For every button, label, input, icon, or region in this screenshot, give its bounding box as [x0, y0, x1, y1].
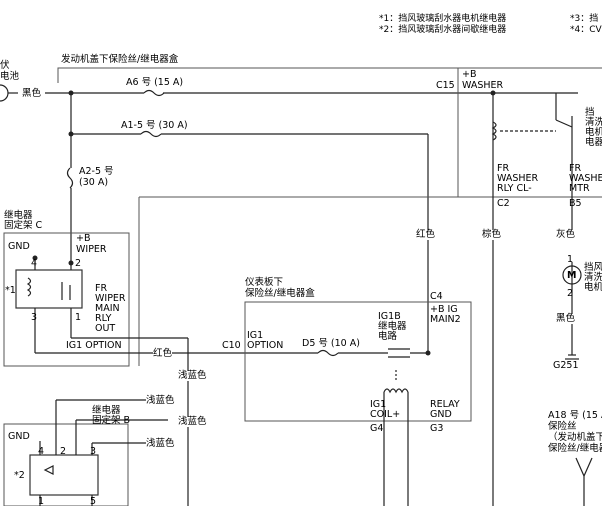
fuse-a6-label: A6 号 (15 A)	[126, 77, 184, 88]
dash-box-title-2: 保险丝/继电器盒	[245, 288, 315, 299]
legend-note-4: *4：CV	[570, 25, 602, 35]
battery-symbol	[0, 84, 9, 102]
fuse-a2-5-label-2: (30 A)	[79, 177, 109, 188]
fuse-a18-label-1: A18 号 (15 A	[548, 410, 602, 421]
washer-rly-2: WASHER	[497, 173, 539, 184]
wire-color-red-c10: 红色	[153, 348, 173, 359]
dash-box-title-1: 仪表板下	[245, 277, 284, 288]
relay-c-title-2: 固定架 C	[4, 220, 43, 231]
relay-c-fr-1: FR	[95, 283, 108, 294]
relay-b-pin5: 5	[90, 496, 97, 507]
relay-c-fr-5: OUT	[95, 323, 116, 334]
relay-b-pin4: 4	[38, 446, 45, 457]
dash-b-ig-main2-1: +B IG	[430, 304, 458, 315]
battery-wire-color: 黑色	[22, 88, 42, 99]
ground-g251: G251	[553, 360, 579, 371]
fuse-a18-label-3: （发动机盖下	[548, 432, 602, 443]
wire-color-red-c4: 红色	[416, 229, 436, 240]
legend-note-1: *1：挡风玻璃刮水器电机继电器	[379, 14, 507, 24]
fuse-d5-label: D5 号 (10 A)	[302, 338, 360, 349]
coil-label-1: IG1	[370, 399, 387, 410]
motor-label-1: 挡风玻	[584, 262, 602, 273]
washer-b-label-1: +B	[462, 69, 477, 80]
dash-g3: G3	[430, 423, 444, 434]
dash-ig1-label-1: IG1	[247, 330, 264, 341]
relay-b-gnd: GND	[8, 431, 30, 442]
washer-rly-1: FR	[497, 163, 510, 174]
relay-gnd-label-2: GND	[430, 409, 452, 420]
wire-color-light-blue-3: 浅蓝色	[178, 416, 207, 427]
washer-side-1: 挡	[585, 107, 595, 118]
dash-b-ig-main2-2: MAIN2	[430, 314, 461, 325]
relay-c-fr-4: RLY	[95, 313, 112, 324]
ig1b-relay-2: 继电器	[378, 321, 407, 332]
dash-c10: C10	[222, 340, 241, 351]
fuse-a2-5-label-1: A2-5 号	[79, 166, 114, 177]
wire-color-black: 黑色	[556, 313, 576, 324]
motor-label-2: 清洗器	[584, 272, 602, 283]
coil-label-2: COIL+	[370, 409, 401, 420]
washer-side-4: 电器	[585, 137, 602, 148]
relay-c-b-label-2: WIPER	[76, 244, 107, 255]
ig1b-relay-1: IG1B	[378, 311, 401, 322]
relay-c-pin2: 2	[75, 258, 82, 269]
relay-c-b-label-1: +B	[76, 233, 91, 244]
battery-label-2: 电池	[0, 71, 20, 82]
relay-b-title-1: 继电器	[92, 405, 121, 416]
motor-icon: M	[567, 270, 577, 281]
relay-b-title-2: 固定架 B	[92, 415, 131, 426]
motor-pin1: 1	[567, 254, 574, 265]
motor-pin2: 2	[567, 288, 574, 299]
relay-b-pin3: 3	[90, 446, 97, 457]
washer-mtr-2: WASHE	[569, 173, 602, 184]
fuse-a18-label-2: 保险丝	[548, 421, 577, 432]
relay-gnd-label-1: RELAY	[430, 399, 460, 410]
underhood-box-label: 发动机盖下保险丝/继电器盒	[61, 54, 179, 65]
washer-mtr-3: MTR	[569, 183, 590, 194]
fuse-a1-5-label: A1-5 号 (30 A)	[121, 120, 188, 131]
dash-g4: G4	[370, 423, 384, 434]
fuse-a18-label-4: 保险丝/继电器	[548, 443, 602, 454]
washer-b5: B5	[569, 198, 582, 209]
ig1b-relay-3: 电路	[378, 331, 398, 342]
dash-ig1-label-2: OPTION	[247, 340, 284, 351]
relay-c-pin4: 4	[31, 258, 38, 269]
washer-mtr-1: FR	[569, 163, 582, 174]
washer-side-2: 清洗	[585, 117, 602, 128]
wire-color-light-blue-4: 浅蓝色	[146, 438, 175, 449]
washer-c2: C2	[497, 198, 510, 209]
washer-b-label-2: WASHER	[462, 80, 504, 91]
relay-b-pin1: 1	[38, 496, 45, 507]
dash-c4: C4	[430, 291, 443, 302]
relay-c-title-1: 继电器	[4, 210, 33, 221]
motor-label-3: 电机	[584, 282, 602, 293]
battery-label-1: 伏	[0, 60, 10, 71]
washer-side-3: 电机	[585, 127, 602, 138]
legend-note-2: *2：挡风玻璃刮水器间歇继电器	[379, 25, 507, 35]
relay-c-fr-2: WIPER	[95, 293, 126, 304]
wire-color-light-blue-1: 浅蓝色	[178, 370, 207, 381]
relay-c-gnd: GND	[8, 241, 30, 252]
legend-note-3: *3：挡	[570, 14, 599, 24]
wire-color-gray: 灰色	[556, 229, 576, 240]
relay-c-fr-3: MAIN	[95, 303, 120, 314]
wire-color-light-blue-2: 浅蓝色	[146, 395, 175, 406]
washer-c15: C15	[436, 80, 455, 91]
relay-c-pin1: 1	[75, 312, 82, 323]
relay-c-mark: *1	[5, 285, 16, 296]
relay-c-ig1-option: IG1 OPTION	[66, 340, 122, 351]
relay-b-pin2: 2	[60, 446, 67, 457]
relay-c-pin3: 3	[31, 312, 38, 323]
relay-b-mark: *2	[14, 470, 25, 481]
washer-rly-3: RLY CL-	[497, 183, 532, 194]
wire-color-brown: 棕色	[482, 229, 502, 240]
motor-symbol	[562, 265, 582, 285]
